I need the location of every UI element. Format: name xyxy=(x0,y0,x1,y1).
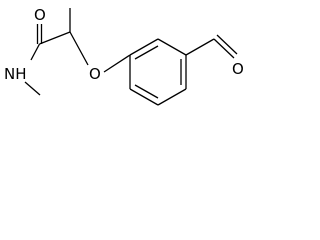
carbonyl-to-nitrogen-bond xyxy=(30,43,41,61)
molecule-structure: O NH O O xyxy=(4,6,244,106)
ring-to-aldehyde-carbon-bond xyxy=(185,38,215,56)
aldehyde-group xyxy=(185,34,238,59)
alpha-carbon-group xyxy=(69,8,89,66)
amide-group xyxy=(24,24,71,96)
carbonyl-to-alpha-carbon-bond xyxy=(39,31,71,45)
ring-bond-2 xyxy=(157,38,187,56)
ring-inner-double-bond-1 xyxy=(134,45,159,60)
aldehyde-double-bond-1 xyxy=(213,38,235,59)
ring-inner-double-bond-3 xyxy=(134,84,159,99)
aldehyde-oxygen-label: O xyxy=(232,60,244,78)
alpha-carbon-to-ether-oxygen-bond xyxy=(69,31,89,66)
ether-oxygen-label: O xyxy=(89,65,101,83)
ether-link xyxy=(103,54,131,73)
ring-bond-5 xyxy=(129,88,159,106)
ring-bond-1 xyxy=(129,38,159,56)
ether-oxygen-to-ring-bond xyxy=(103,54,131,73)
ring-bond-4 xyxy=(157,88,187,106)
nitrogen-to-methyl-bond xyxy=(24,81,41,96)
benzene-ring xyxy=(129,38,187,106)
amide-carbonyl-oxygen-label: O xyxy=(34,6,46,24)
amide-nitrogen-label: NH xyxy=(4,65,27,83)
aldehyde-double-bond-2 xyxy=(216,34,238,55)
